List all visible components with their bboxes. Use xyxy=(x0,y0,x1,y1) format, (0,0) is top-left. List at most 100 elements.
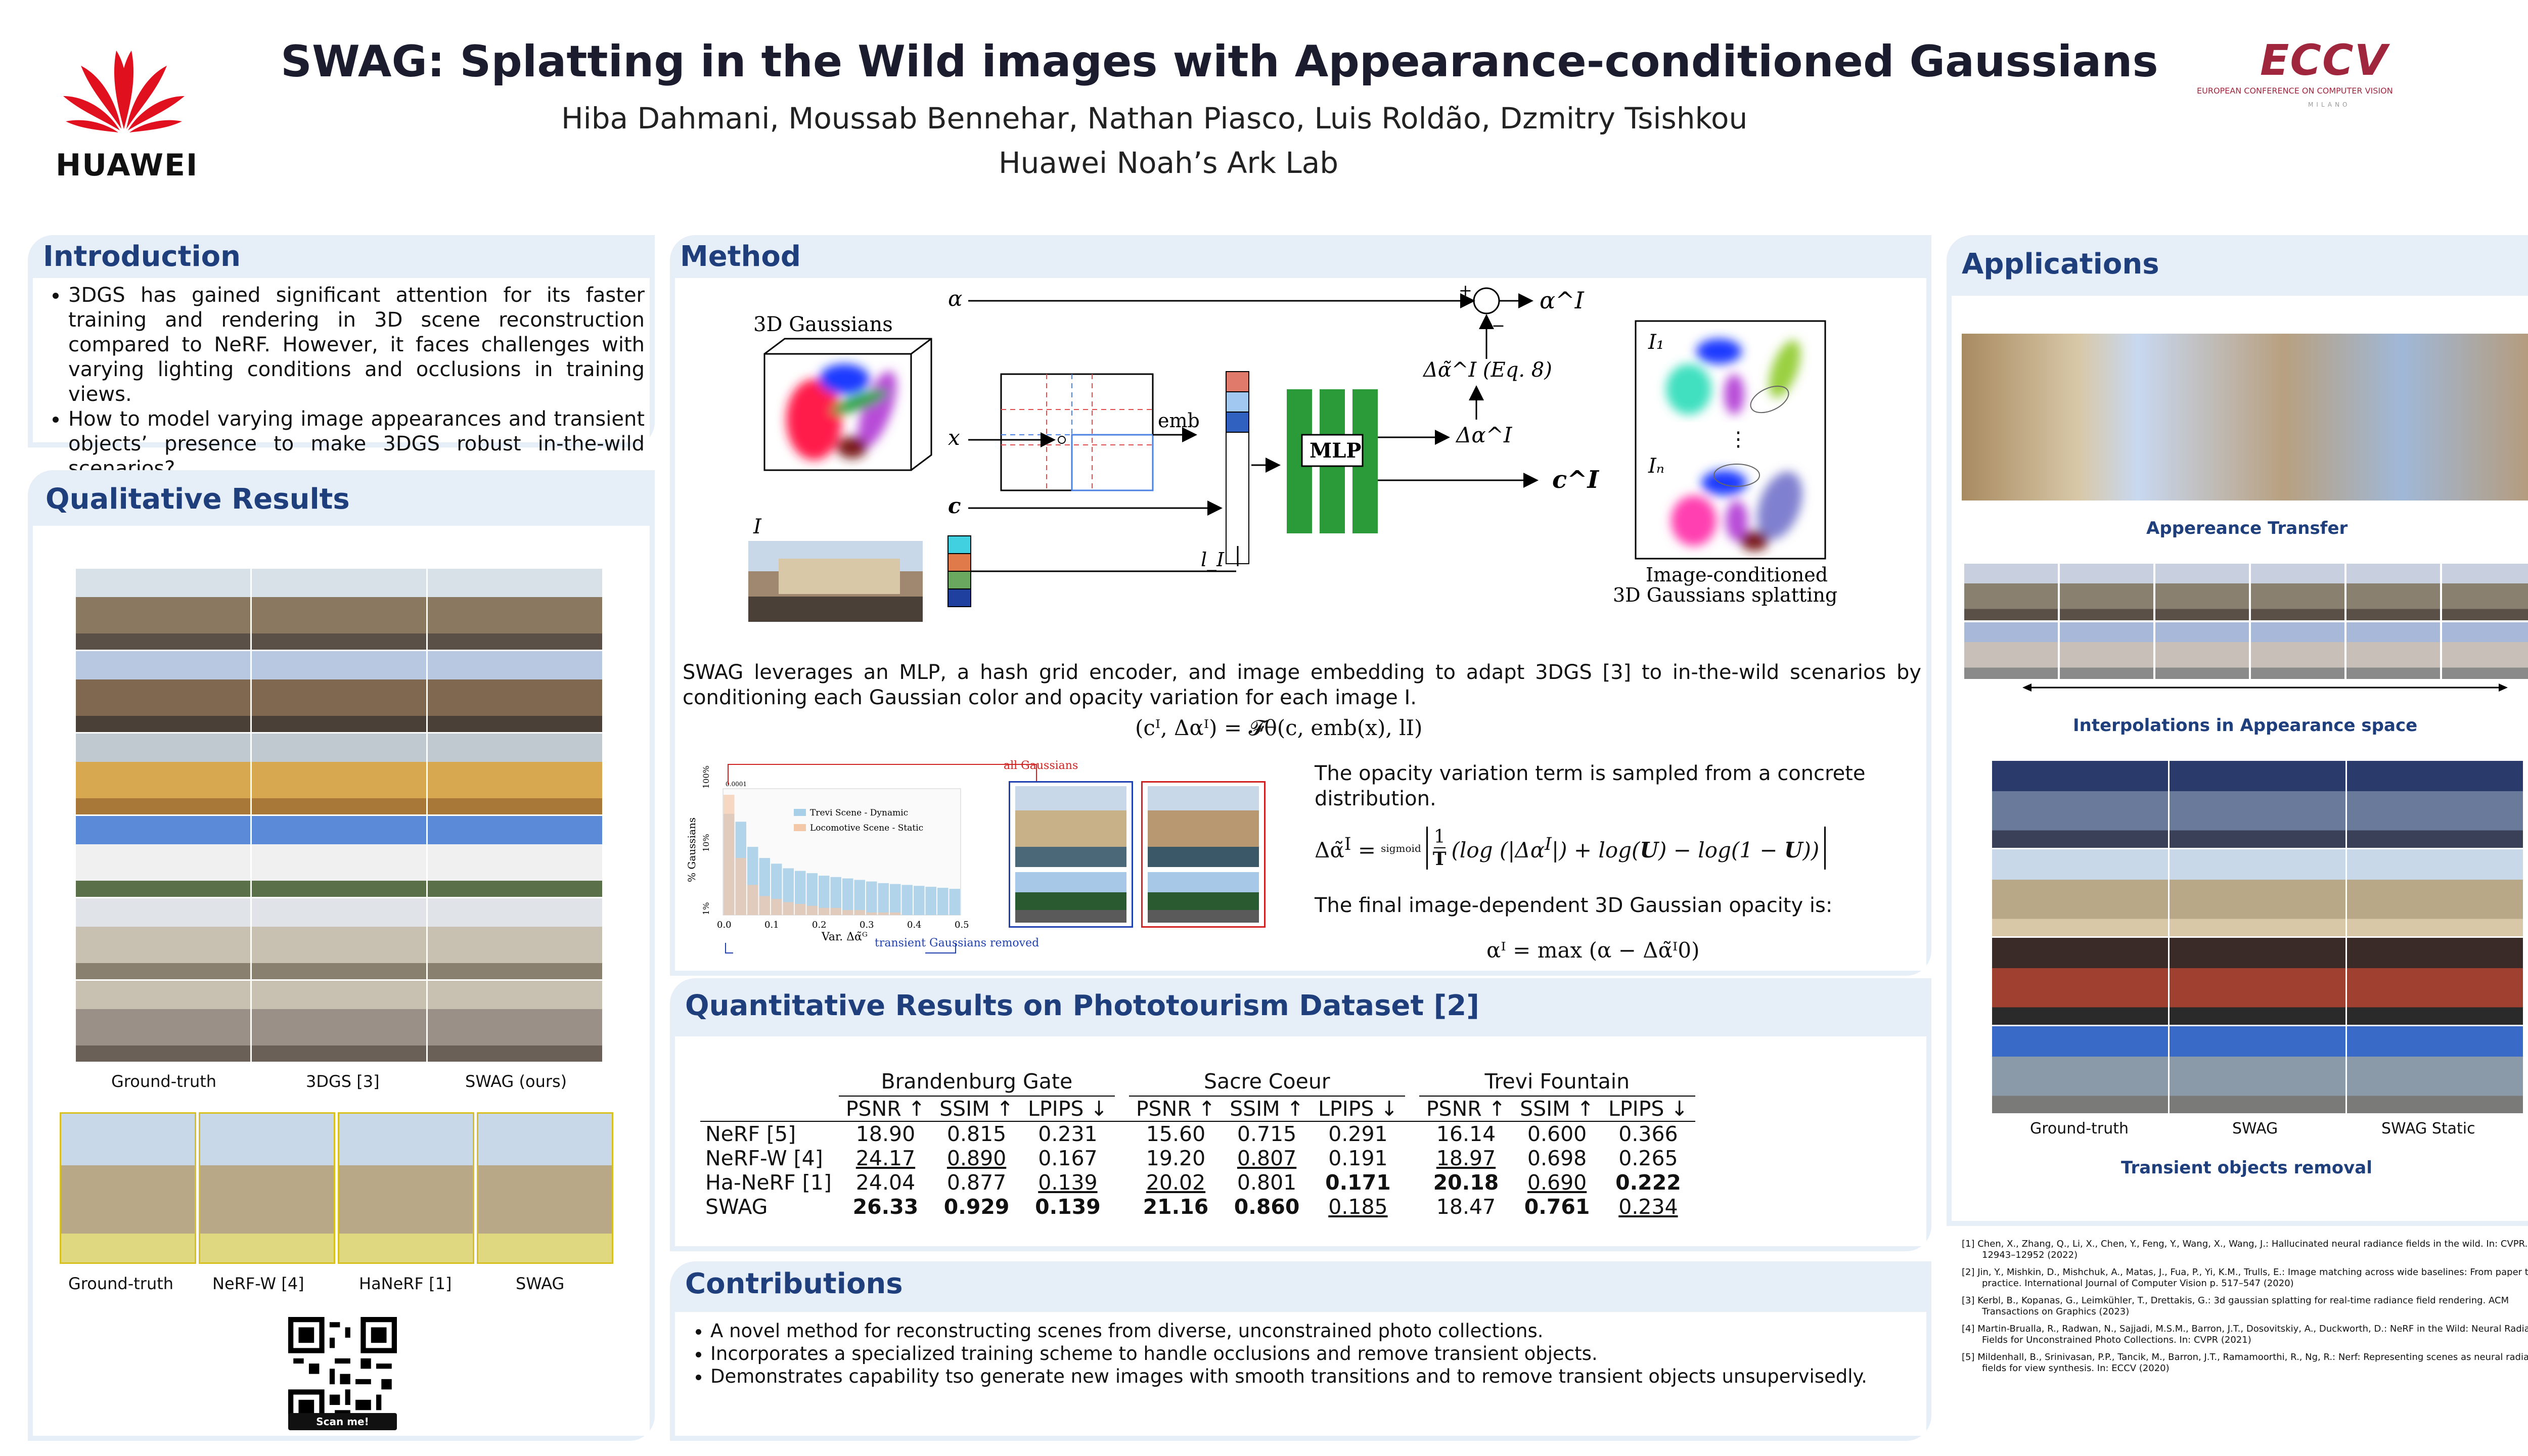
interpolation-photo xyxy=(2060,622,2153,679)
transient-photo xyxy=(2347,849,2523,936)
table-cell: 20.18 xyxy=(1433,1170,1499,1195)
table-cell: 0.690 xyxy=(1527,1170,1587,1195)
transient-removal-grid xyxy=(1992,761,2523,1117)
qualitative-photo xyxy=(76,651,250,732)
metric-psnr: PSNR ↑ xyxy=(1426,1097,1506,1121)
transient-photo xyxy=(2347,761,2523,848)
dots: ⋮ xyxy=(1728,428,1748,451)
transient-photo xyxy=(2170,849,2345,936)
hist-bar xyxy=(830,877,841,915)
caption-ground-truth: Ground-truth xyxy=(111,1072,217,1091)
table-cell: 0.600 xyxy=(1527,1122,1587,1146)
references: [1] Chen, X., Zhang, Q., Li, X., Chen, Y… xyxy=(1962,1239,2528,1380)
eccv-city: MILANO xyxy=(2308,101,2351,108)
affiliation: Huawei Noah’s Ark Lab xyxy=(999,146,1339,180)
qualitative-grid xyxy=(76,569,607,1077)
hist-bar xyxy=(759,896,770,915)
hist-bar xyxy=(830,907,841,915)
table-group-header: Brandenburg Gate Sacre Coeur Trevi Fount… xyxy=(700,1067,1695,1097)
label-appearance-transfer: Appereance Transfer xyxy=(2146,518,2348,538)
spacer xyxy=(1405,1170,1419,1195)
lI-label: l_I xyxy=(1201,549,1225,571)
hist-bar xyxy=(878,912,889,915)
loco-all-photo xyxy=(1015,872,1126,923)
metric-ssim: SSIM ↑ xyxy=(939,1097,1014,1121)
minus-sign: − xyxy=(1492,316,1505,335)
color-I-output: c^I xyxy=(1552,466,1599,494)
hist-bar xyxy=(783,902,794,915)
spacer xyxy=(1115,1170,1129,1195)
hist-xtick: 0.1 xyxy=(764,920,779,930)
table-cell: 0.291 xyxy=(1328,1122,1388,1146)
table-cell: 0.715 xyxy=(1237,1122,1297,1146)
hist-bar xyxy=(937,888,949,915)
table-cell: 18.90 xyxy=(855,1122,916,1146)
table-cell: 0.222 xyxy=(1615,1170,1681,1195)
qualitative-photo xyxy=(252,816,426,897)
table-cell: 0.698 xyxy=(1527,1146,1587,1170)
hist-ytick: 1% xyxy=(701,902,711,915)
interpolation-photo xyxy=(2060,564,2153,620)
caption-app-swag-static: SWAG Static xyxy=(2381,1120,2475,1138)
hist-bar xyxy=(806,873,818,915)
alpha-label: α xyxy=(948,286,962,311)
method-title: Method xyxy=(680,240,801,273)
splat-caption-2: 3D Gaussians splatting xyxy=(1613,584,1837,606)
metric-lpips: LPIPS ↓ xyxy=(1028,1097,1108,1121)
trevi-all-photo xyxy=(1015,786,1126,867)
spacer xyxy=(1405,1146,1419,1170)
hist-xtick: 0.5 xyxy=(955,920,969,930)
loco-removed-photo xyxy=(1148,872,1259,923)
transient-photo xyxy=(2347,1026,2523,1113)
caption2-swag: SWAG xyxy=(516,1274,565,1293)
caption2-nerfw: NeRF-W [4] xyxy=(212,1274,304,1293)
label-transient-removal: Transient objects removal xyxy=(2121,1158,2372,1178)
hist-bar xyxy=(806,905,818,915)
hist-bar xyxy=(842,878,853,915)
qr-code[interactable] xyxy=(288,1317,397,1426)
introduction-panel: Introduction 3DGS has gained significant… xyxy=(28,235,655,480)
qualitative-photo xyxy=(76,981,250,1062)
method-diagram: 3D Gaussians α x c I + − α^I Δα̃^I (Eq. … xyxy=(748,283,1837,622)
transient-photo xyxy=(1992,761,2168,848)
table-cell: 0.139 xyxy=(1035,1195,1101,1219)
hist-ytick: 10% xyxy=(701,834,711,852)
table-cell: 0.807 xyxy=(1237,1146,1297,1170)
all-bracket xyxy=(728,764,1037,785)
qualitative-photo xyxy=(252,981,426,1062)
transient-photo xyxy=(1992,938,2168,1025)
table-cell: 0.877 xyxy=(946,1170,1007,1195)
spacer xyxy=(1115,1121,1129,1146)
hist-bar xyxy=(901,885,913,915)
table-cell: 18.47 xyxy=(1436,1195,1496,1219)
In-label: Iₙ xyxy=(1648,454,1664,478)
reference-item: [3] Kerbl, B., Kopanas, G., Leimkühler, … xyxy=(1962,1295,2509,1317)
eq2-lhs: Δα̃I = xyxy=(1315,834,1376,862)
comparison-photo xyxy=(338,1112,474,1264)
huawei-wordmark: HUAWEI xyxy=(56,148,199,183)
interpolation-photo xyxy=(1964,622,2058,679)
qualitative-photo xyxy=(252,898,426,979)
contribution-bullet: Demonstrates capability tso generate new… xyxy=(710,1365,1919,1388)
transient-photo xyxy=(2170,761,2345,848)
interpolation-photo xyxy=(2442,564,2528,620)
table-cell: 20.02 xyxy=(1146,1170,1206,1195)
table-cell: 15.60 xyxy=(1146,1122,1206,1146)
final-opacity-text: The final image-dependent 3D Gaussian op… xyxy=(1315,894,1833,917)
caption-app-swag: SWAG xyxy=(2232,1120,2278,1138)
hist-bar xyxy=(735,858,746,915)
hist-bar xyxy=(771,899,782,915)
table-cell: 0.761 xyxy=(1524,1195,1590,1219)
intro-bullet: 3DGS has gained significant attention fo… xyxy=(68,283,645,407)
eccv-subtitle: EUROPEAN CONFERENCE ON COMPUTER VISION xyxy=(2197,86,2393,96)
method-name: NeRF [5] xyxy=(705,1122,796,1146)
c-label: c xyxy=(948,493,961,518)
qualitative-photo xyxy=(252,569,426,650)
table-cell: 0.801 xyxy=(1237,1170,1297,1195)
dalpha-tilde-label: Δα̃^I (Eq. 8) xyxy=(1422,358,1552,382)
appearance-transfer-image xyxy=(1962,334,2528,500)
huawei-logo xyxy=(63,51,185,132)
spacer xyxy=(1405,1195,1419,1219)
